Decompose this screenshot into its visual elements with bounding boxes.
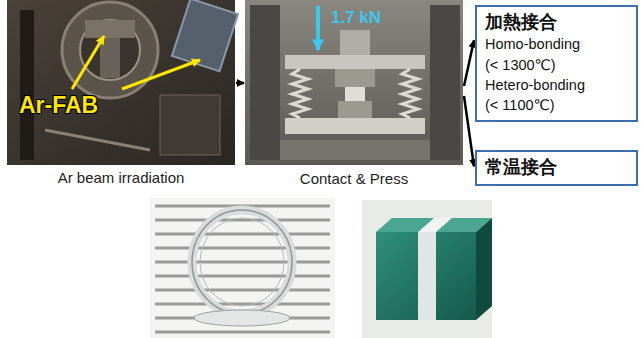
box-heading: 常温接合 — [485, 155, 628, 179]
bonded-lens-photo — [150, 198, 335, 338]
box-body: (< 1100℃) — [485, 95, 628, 115]
step-caption: Contact & Press — [245, 170, 463, 187]
chamber-photo — [7, 0, 238, 165]
box-heading: 加熱接合 — [485, 10, 628, 34]
press-photo-frame: 1.7 kN Contact & Press — [245, 0, 463, 190]
chamber-photo-frame: Ar-FAB Ar beam irradiation — [7, 0, 235, 190]
process-box: 加熱接合Homo-bonding(< 1300℃)Hetero-bonding(… — [475, 5, 638, 122]
process-box: 常温接合 — [475, 150, 638, 186]
press-photo — [245, 0, 463, 165]
flow-arrow — [464, 40, 474, 86]
bonded-cube-photo — [362, 200, 492, 338]
box-body: Homo-bonding — [485, 34, 628, 54]
box-body: (< 1300℃) — [485, 55, 628, 75]
force-label: 1.7 kN — [331, 8, 463, 28]
beam-label: Ar-FAB — [19, 92, 235, 119]
step-caption: Ar beam irradiation — [7, 169, 235, 186]
flow-arrow — [236, 82, 244, 85]
flow-arrow — [464, 96, 474, 166]
box-body: Hetero-bonding — [485, 75, 628, 95]
